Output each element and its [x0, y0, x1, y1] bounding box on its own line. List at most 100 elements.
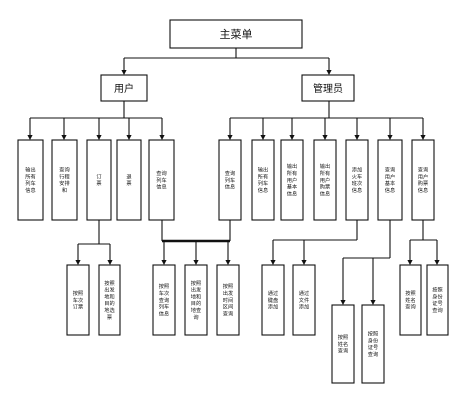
node-s9: 按照身份证号查询: [361, 304, 385, 384]
node-label: 主菜单: [220, 28, 253, 41]
node-label-line: 按照: [223, 282, 233, 290]
node-box: [292, 264, 316, 336]
node-box: [426, 264, 449, 336]
node-box: [169, 19, 303, 49]
arrowhead: [270, 260, 276, 265]
node-label-line: 输出: [320, 162, 330, 170]
node-label-line: 通过: [299, 289, 309, 297]
node-label-line: 班次: [352, 179, 362, 187]
node-label-line: 输出: [258, 166, 268, 174]
node-label-line: 按照: [338, 333, 348, 341]
node-box: [17, 139, 44, 221]
node-box: [100, 74, 148, 102]
node-box: [313, 139, 337, 221]
node-label-line: 列车: [156, 176, 166, 184]
node-label: 按照车次查询列车信息: [159, 282, 169, 317]
node-box: [216, 264, 240, 336]
node-label-line: 基本: [287, 183, 297, 191]
node-label-line: 查询: [156, 169, 166, 177]
node-box: [218, 139, 242, 221]
node-label-line: 购票: [418, 179, 428, 187]
node-a3: 输出所有用户基本信息: [280, 139, 304, 221]
arrowhead: [407, 260, 413, 265]
node-label-line: 安排: [59, 179, 69, 187]
arrowhead: [75, 260, 81, 265]
node-label-line: 火车: [352, 172, 362, 180]
node-a2: 输出所有列车信息: [251, 139, 275, 221]
arrowhead: [301, 260, 307, 265]
arrowhead: [126, 135, 132, 140]
node-label-line: 信息: [418, 186, 428, 194]
node-label-line: 按照: [73, 289, 83, 297]
node-u5: 查询列车信息: [148, 139, 175, 221]
arrowhead: [326, 70, 332, 75]
arrowhead: [322, 135, 328, 140]
node-label: 按照出发地和目的地选票: [104, 279, 114, 321]
node-s2: 按照出发地和目的地选票: [98, 264, 121, 336]
node-label-line: 信息: [225, 183, 235, 191]
node-label-line: 按照: [405, 289, 415, 297]
node-root: 主菜单: [169, 19, 303, 49]
node-label-line: 查询: [368, 350, 378, 358]
node-label-line: 信息: [25, 186, 35, 194]
node-box: [116, 139, 142, 221]
node-label-line: 车次: [73, 296, 83, 304]
node-label: 按照出发时间区间查询: [223, 282, 233, 317]
node-label-line: 目的: [104, 299, 114, 307]
node-box: [399, 264, 422, 336]
node-s3: 按照车次查询列车信息: [152, 264, 176, 336]
arrowhead: [107, 260, 113, 265]
node-label-line: 信息: [352, 186, 362, 194]
arrowhead: [289, 135, 295, 140]
node-label-line: 用户: [287, 176, 297, 184]
node-u3: 订票: [86, 139, 112, 221]
arrowhead: [161, 260, 167, 265]
node-a4: 输出所有用户购票信息: [313, 139, 337, 221]
arrowhead: [121, 70, 127, 75]
node-label: 添加火车班次信息: [352, 166, 362, 194]
node-label-line: 所有: [258, 172, 268, 180]
arrowhead: [340, 300, 346, 305]
node-label-line: 票: [126, 180, 131, 187]
node-s11: 按照身份证号查询: [426, 264, 449, 336]
node-box: [152, 264, 176, 336]
node-label-line: 查询: [223, 309, 233, 317]
node-label: 通过文件添加: [299, 289, 309, 311]
node-label-line: 按照: [368, 330, 378, 338]
node-label-line: 添加: [268, 303, 278, 311]
node-box: [251, 139, 275, 221]
node-label-line: 信息: [159, 309, 169, 317]
node-s1: 按照车次订票: [66, 264, 90, 336]
node-label-line: 退: [126, 172, 131, 180]
node-box: [377, 139, 403, 221]
node-s5: 按照出发时间区间查询: [216, 264, 240, 336]
node-label-line: 按照: [432, 286, 442, 294]
node-s8: 按照姓名查询: [331, 304, 355, 384]
node-label-line: 订票: [73, 304, 83, 311]
node-label-line: 所有: [287, 169, 297, 177]
node-label-line: 查询: [385, 166, 395, 174]
node-label-line: 查询: [405, 303, 415, 311]
arrowhead: [225, 260, 231, 265]
node-a5: 添加火车班次信息: [345, 139, 369, 221]
node-a7: 查询用户购票信息: [411, 139, 435, 221]
node-label-line: 时间: [223, 296, 233, 304]
node-label-line: 通过: [268, 289, 278, 297]
node-box: [361, 304, 385, 384]
node-label-line: 姓名: [405, 296, 415, 304]
node-label-line: 信息: [258, 186, 268, 194]
node-label-line: 列车: [225, 176, 235, 184]
node-label-line: 出发: [104, 286, 114, 294]
arrowhead: [159, 135, 165, 140]
arrowhead: [354, 135, 360, 140]
node-label-line: 添加: [352, 166, 362, 174]
node-label-line: 区间: [223, 303, 233, 311]
node-label-line: 车次: [159, 289, 169, 297]
node-label: 查询用户基本信息: [385, 166, 395, 194]
node-label-line: 票: [96, 180, 101, 187]
node-box: [301, 74, 355, 102]
node-admin: 管理员: [301, 74, 355, 102]
node-label: 查询用户购票信息: [418, 166, 428, 194]
